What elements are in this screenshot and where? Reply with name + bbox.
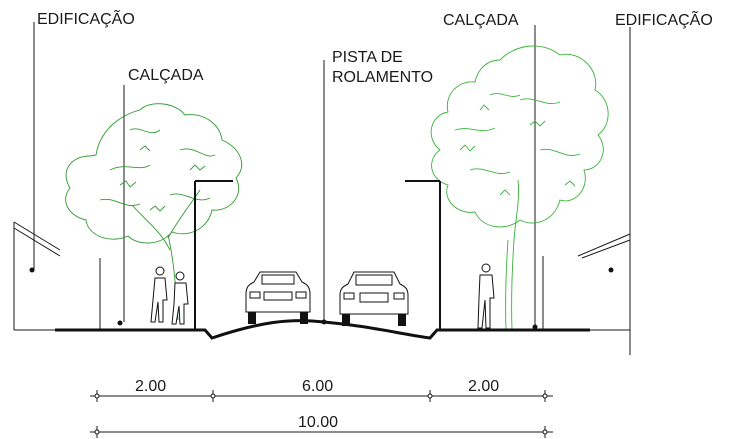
dim-total: 10.00: [298, 414, 338, 431]
building-right: [542, 226, 631, 331]
pedestrians-left: [150, 266, 189, 325]
building-left: [13, 221, 101, 331]
car-right: [339, 271, 409, 326]
tree-right: [430, 45, 609, 331]
street-light-right: [405, 180, 441, 330]
dimension-row-partial: [90, 390, 553, 402]
dimension-row-total: [90, 426, 553, 438]
pedestrian-right: [477, 263, 495, 329]
car-left: [245, 271, 311, 324]
label-pista-line2: ROLAMENTO: [332, 69, 433, 86]
street-light-left: [194, 180, 233, 330]
label-pista-line1: PISTA DE: [332, 49, 403, 66]
label-calcada-right: CALÇADA: [443, 12, 519, 29]
leader-lines: [33, 22, 631, 355]
label-calcada-left: CALÇADA: [128, 67, 204, 84]
dim-sidewalk-right: 2.00: [468, 378, 499, 395]
ground-profile: [55, 319, 590, 340]
dim-roadway: 6.00: [302, 378, 333, 395]
dim-sidewalk-left: 2.00: [135, 378, 166, 395]
label-edificacao-right: EDIFICAÇÃO: [615, 9, 713, 29]
label-edificacao-left: EDIFICAÇÃO: [37, 8, 135, 28]
